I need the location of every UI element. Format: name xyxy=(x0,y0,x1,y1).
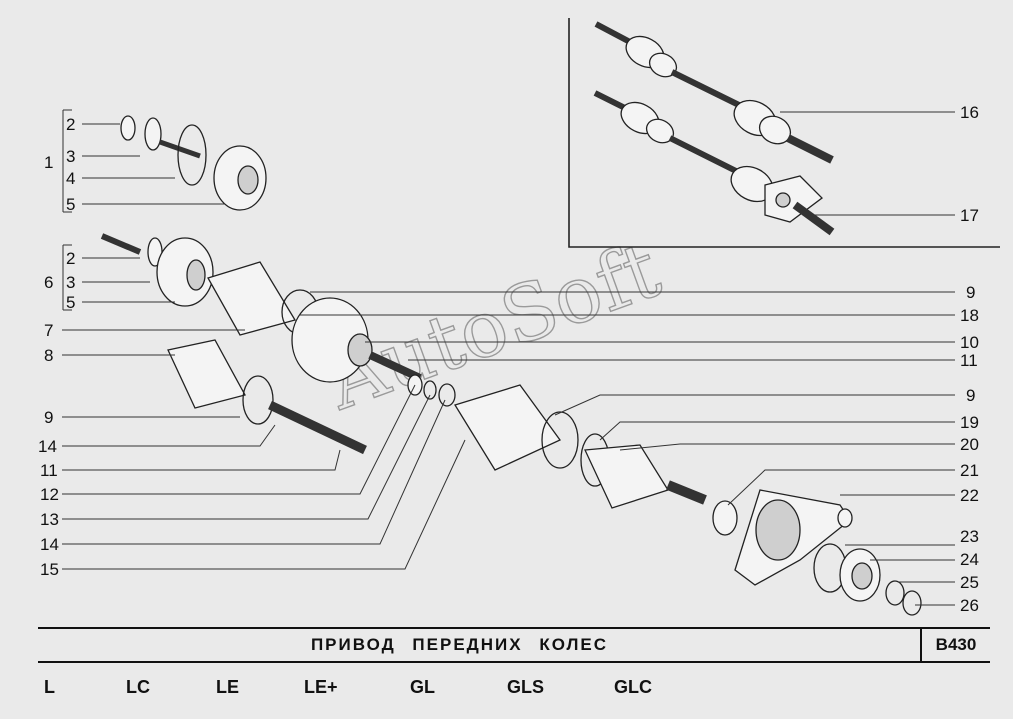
callout-12: 12 xyxy=(40,485,59,504)
page-title: ПРИВОД ПЕРЕДНИХ КОЛЕС xyxy=(310,635,609,654)
callout-2: 2 xyxy=(66,115,75,134)
hub-assembly xyxy=(734,489,853,586)
version-label: LC xyxy=(126,677,150,697)
callout-11: 11 xyxy=(40,461,58,480)
upper-joint-assembly xyxy=(120,115,267,211)
callout-2: 2 xyxy=(66,249,75,268)
callout-10: 10 xyxy=(960,333,979,352)
callout-22: 22 xyxy=(960,486,979,505)
version-label: GLC xyxy=(614,677,652,697)
callout-24: 24 xyxy=(960,550,979,569)
version-label: GL xyxy=(410,677,435,697)
callout-16: 16 xyxy=(960,103,979,122)
callout-3: 3 xyxy=(66,147,75,166)
inset-shaft-17 xyxy=(593,90,835,236)
callout-labels: 1 2 3 4 5 6 2 3 5 7 8 9 14 11 12 13 14 1… xyxy=(38,103,979,615)
callout-11: 11 xyxy=(960,351,978,370)
diagram-code: B430 xyxy=(935,635,977,654)
callout-9: 9 xyxy=(966,386,975,405)
callout-1: 1 xyxy=(44,153,53,172)
title-divider xyxy=(920,629,922,661)
callout-9: 9 xyxy=(966,283,975,302)
version-label: L xyxy=(44,677,55,697)
title-bar: ПРИВОД ПЕРЕДНИХ КОЛЕС B430 xyxy=(38,627,990,663)
central-boot-assembly xyxy=(207,261,422,383)
callout-13: 13 xyxy=(40,510,59,529)
callout-20: 20 xyxy=(960,435,979,454)
callout-6: 6 xyxy=(44,273,53,292)
callout-14: 14 xyxy=(38,437,57,456)
leader-lines xyxy=(62,109,955,606)
callout-17: 17 xyxy=(960,206,979,225)
version-label: LE xyxy=(216,677,240,697)
callout-23: 23 xyxy=(960,527,979,546)
inset-shaft-16 xyxy=(594,21,834,164)
callout-18: 18 xyxy=(960,306,979,325)
left-joint-assembly xyxy=(100,233,214,307)
version-label: GLS xyxy=(507,677,545,697)
inset-frame xyxy=(568,18,1000,248)
callout-19: 19 xyxy=(960,413,979,432)
left-shaft-assembly xyxy=(167,339,367,455)
callout-5: 5 xyxy=(66,195,75,214)
outer-joint-assembly xyxy=(580,433,738,536)
callout-15: 15 xyxy=(40,560,59,579)
callout-25: 25 xyxy=(960,573,979,592)
callout-7: 7 xyxy=(44,321,53,340)
callout-26: 26 xyxy=(960,596,979,615)
callout-4: 4 xyxy=(66,169,75,188)
callout-21: 21 xyxy=(960,461,979,480)
callout-3: 3 xyxy=(66,273,75,292)
callout-8: 8 xyxy=(44,346,53,365)
callout-9: 9 xyxy=(44,408,53,427)
callout-14: 14 xyxy=(40,535,59,554)
bearing-assembly xyxy=(813,543,922,616)
version-label: LE+ xyxy=(304,677,338,697)
callout-5: 5 xyxy=(66,293,75,312)
